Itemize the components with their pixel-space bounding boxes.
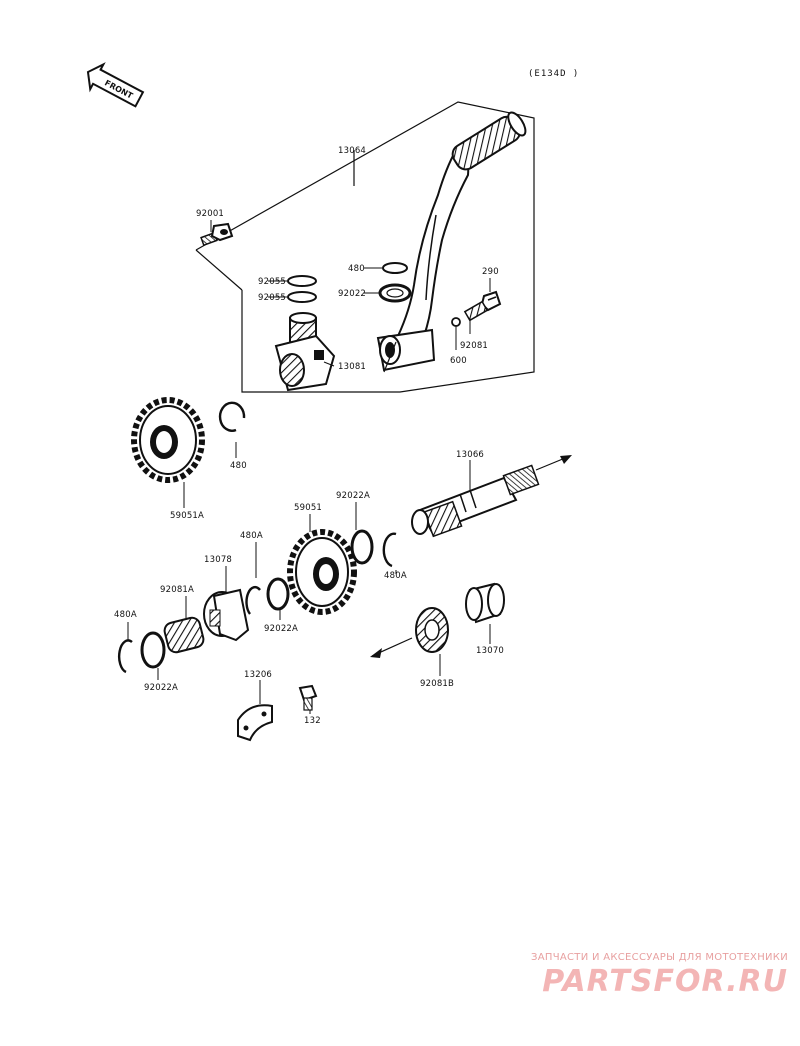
label-480-left: 480	[230, 461, 247, 471]
label-13070: 13070	[476, 646, 504, 656]
washer-92022	[378, 283, 412, 303]
label-480A-middle: 480A	[240, 531, 263, 541]
label-480A-right: 480A	[384, 571, 407, 581]
label-92022A-left: 92022A	[144, 683, 178, 693]
diagram-code: (E134D )	[528, 69, 579, 79]
ratchet-13078	[203, 588, 250, 642]
ring-92055-bottom	[287, 291, 317, 303]
washer-92022A-left	[140, 631, 166, 669]
gear-59051	[287, 529, 357, 615]
label-92081B: 92081B	[420, 679, 454, 689]
circlip-480-icon	[218, 401, 246, 432]
kick-lever-arm	[376, 148, 470, 373]
label-480A-left: 480A	[114, 610, 137, 620]
spring-92081B-icon	[415, 607, 449, 653]
label-92081: 92081	[460, 341, 488, 351]
ring-92055-top	[287, 275, 317, 287]
label-13081: 13081	[338, 362, 366, 372]
label-13064: 13064	[338, 146, 366, 156]
watermark-logo: PARTSFOR.RU	[542, 964, 788, 999]
label-92022: 92022	[338, 289, 366, 299]
front-arrow-icon: FRONT	[86, 62, 145, 108]
label-92055-bottom: 92055	[258, 293, 286, 303]
spring-92081A-icon	[163, 616, 205, 654]
spring-92081-icon	[463, 300, 489, 322]
label-92081A: 92081A	[160, 585, 194, 595]
label-290: 290	[482, 267, 499, 277]
clip-480-upper	[382, 262, 408, 274]
label-13066: 13066	[456, 450, 484, 460]
circlip-480A-right-icon	[382, 532, 397, 568]
ball-600-icon	[451, 317, 461, 327]
washer-92022A-middle	[266, 577, 290, 611]
label-13078: 13078	[204, 555, 232, 565]
label-92001: 92001	[196, 209, 224, 219]
circlip-480A-left-icon	[117, 639, 133, 674]
circlip-480A-middle-icon	[245, 585, 261, 615]
arrow-head-left-icon	[370, 648, 382, 658]
label-480-upper: 480	[348, 264, 365, 274]
label-59051: 59051	[294, 503, 322, 513]
guide-13206	[237, 704, 273, 742]
label-92022A-top: 92022A	[336, 491, 370, 501]
label-59051A: 59051A	[170, 511, 204, 521]
kick-lever-frame	[195, 101, 535, 393]
bolt-92001-icon	[200, 222, 234, 247]
label-13206: 13206	[244, 670, 272, 680]
washer-92022A-right	[350, 529, 374, 565]
leader-lines	[127, 220, 491, 714]
watermark-tagline: ЗАПЧАСТИ И АКСЕССУАРЫ ДЛЯ МОТОТЕХНИКИ	[531, 952, 788, 963]
collar-13070	[465, 582, 505, 624]
label-132: 132	[304, 716, 321, 726]
label-600: 600	[450, 356, 467, 366]
lever-boss-13081	[274, 312, 336, 392]
bolt-132-icon	[298, 684, 318, 711]
label-92055-top: 92055	[258, 277, 286, 287]
kick-grip	[451, 111, 527, 171]
gear-59051A	[131, 397, 205, 483]
label-92022A-middle: 92022A	[264, 624, 298, 634]
kick-shaft-13066	[411, 455, 572, 538]
